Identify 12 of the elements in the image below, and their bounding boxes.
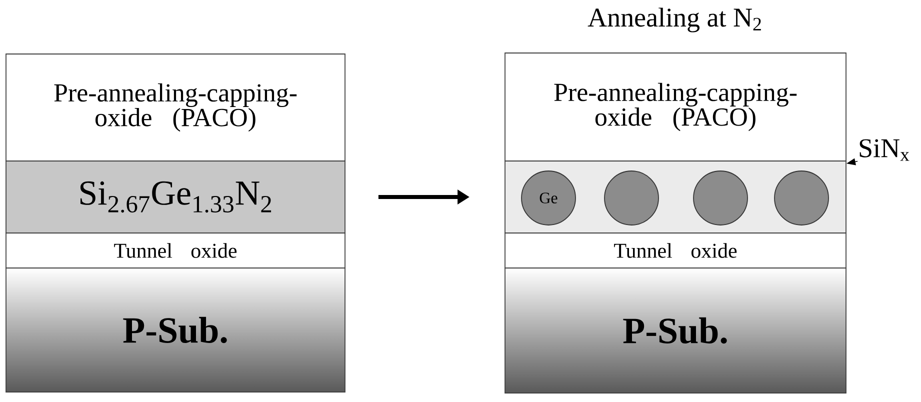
layer-box: Pre-annealing-capping-oxide (PACO) xyxy=(504,52,846,162)
nanocrystal-circle xyxy=(693,170,748,226)
title: Annealing at N$_{2}$ xyxy=(588,8,761,32)
layer-box: Si$_{2.67}$Ge$_{1.33}$N$_{2}$ xyxy=(6,160,346,234)
nanocrystal-circle xyxy=(774,170,829,226)
nanocrystal-circle xyxy=(604,170,659,226)
layer-box: Tunnel oxide xyxy=(504,232,846,268)
layer-label: SiN$_{x}$ xyxy=(860,139,910,161)
layer-box: Tunnel oxide xyxy=(6,232,346,268)
substrate-box: P-Sub. xyxy=(504,268,846,394)
substrate-box: P-Sub. xyxy=(6,268,346,392)
layer-box: Pre-annealing-capping-oxide (PACO) xyxy=(6,54,346,162)
